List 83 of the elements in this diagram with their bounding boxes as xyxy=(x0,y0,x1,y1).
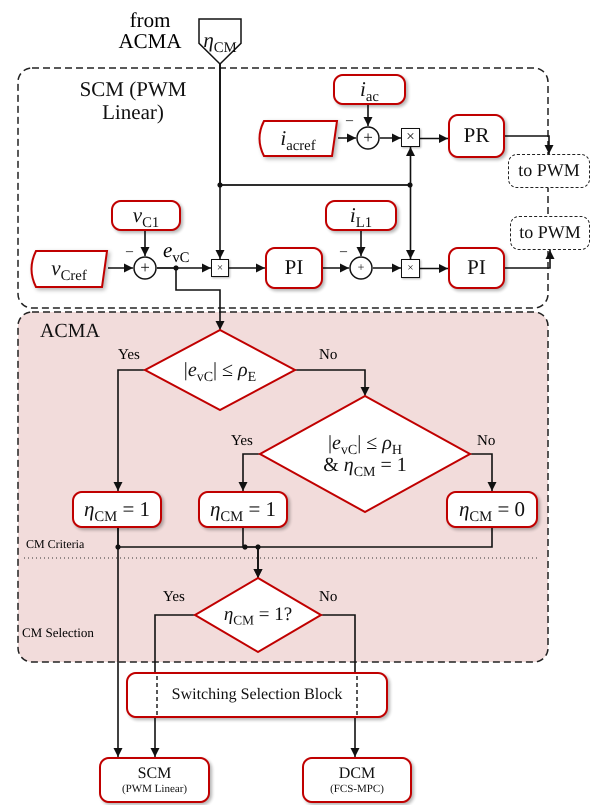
arrow xyxy=(114,369,145,491)
signal-block xyxy=(333,74,406,105)
minus-sign: – xyxy=(340,245,347,259)
reference-flag xyxy=(258,120,338,157)
decision-diamond xyxy=(145,330,295,410)
block-label: η$_{CM}$ xyxy=(203,29,237,53)
minus-sign: – xyxy=(346,114,353,128)
result-box xyxy=(72,491,162,528)
arrow xyxy=(470,453,496,491)
block-subtitle: (PWM Linear) xyxy=(122,782,188,795)
block-label: × xyxy=(406,129,415,146)
summing-junction xyxy=(356,126,380,150)
result-box xyxy=(446,491,538,528)
arrow xyxy=(150,718,160,757)
block-label: DCM xyxy=(338,765,376,783)
controller-block xyxy=(448,114,505,158)
block-label: η$_{CM}$ = 0 xyxy=(458,498,526,522)
controller-block xyxy=(448,247,505,289)
block-label: + xyxy=(140,258,150,278)
arrow xyxy=(420,134,448,143)
arrow xyxy=(505,250,554,269)
block-label: PI xyxy=(467,256,486,280)
summing-junction xyxy=(349,256,373,280)
arrow xyxy=(356,231,366,256)
block-label: i$_{ac}$ xyxy=(360,78,379,102)
arrow xyxy=(108,264,133,272)
block-label: η$_{CM}$ = 1 xyxy=(210,498,276,522)
section-label: CM Selection xyxy=(22,626,94,639)
output-tag xyxy=(510,216,590,250)
block-label: × xyxy=(407,262,414,275)
block-label: η$_{CM}$ = 1 xyxy=(84,498,150,522)
summing-junction xyxy=(133,256,157,280)
block-label: |e$_{v}$$_{C}$| ≤ ρ$_{E}$ xyxy=(184,359,256,381)
arrow xyxy=(254,528,493,578)
input-flag xyxy=(198,18,242,64)
group-heading: SCM (PWM Linear) xyxy=(78,78,188,124)
block-label: v$_{C1}$ xyxy=(132,204,160,228)
controller-block xyxy=(265,247,323,289)
block-label: × xyxy=(216,262,224,274)
arrow xyxy=(219,64,415,259)
output-tag xyxy=(508,154,590,188)
multiplier-block xyxy=(401,128,420,147)
arrow xyxy=(380,134,401,142)
block-label: + xyxy=(358,261,364,275)
block-label: η$_{CM}$ = 1? xyxy=(224,604,292,626)
signal-block xyxy=(111,200,181,231)
arrow xyxy=(338,134,356,142)
arrow xyxy=(229,264,265,272)
acma-group-panel xyxy=(18,312,548,662)
arrow xyxy=(323,264,349,272)
arrow xyxy=(505,135,554,154)
reference-flag xyxy=(30,250,108,288)
result-box xyxy=(198,491,288,528)
block-label: PI xyxy=(284,256,304,280)
group-heading: ACMA xyxy=(38,320,101,342)
block-label: i$_{L1}$ xyxy=(350,204,372,228)
block-label: + xyxy=(363,128,373,148)
mode-box xyxy=(99,757,210,803)
multiplier-block xyxy=(211,259,229,277)
arrow xyxy=(238,453,260,491)
block-label: |e$_{v}$$_{C}$| ≤ ρ$_{H}$ xyxy=(328,432,402,454)
block-label: to PWM xyxy=(518,161,580,181)
block-label: & η$_{CM}$ = 1 xyxy=(323,454,407,476)
minus-sign: – xyxy=(126,245,133,259)
decision-diamond xyxy=(195,578,321,652)
multiplier-block xyxy=(401,259,420,278)
selection-block xyxy=(126,672,388,718)
arrow xyxy=(364,105,372,126)
arrow xyxy=(350,718,360,757)
arrow xyxy=(420,264,448,273)
block-subtitle: (FCS-MPC) xyxy=(330,782,384,795)
section-label: CM Criteria xyxy=(26,538,84,550)
block-label: PR xyxy=(464,124,490,148)
signal-block xyxy=(325,200,397,231)
block-label: to PWM xyxy=(519,223,581,243)
mode-box xyxy=(302,757,412,803)
arrow xyxy=(295,369,370,396)
arrow xyxy=(140,231,150,256)
source-label: from ACMA xyxy=(117,10,182,52)
block-label: Switching Selection Block xyxy=(170,686,344,704)
arrow xyxy=(157,267,224,330)
arrow xyxy=(373,264,401,272)
block-label: SCM xyxy=(138,765,172,783)
